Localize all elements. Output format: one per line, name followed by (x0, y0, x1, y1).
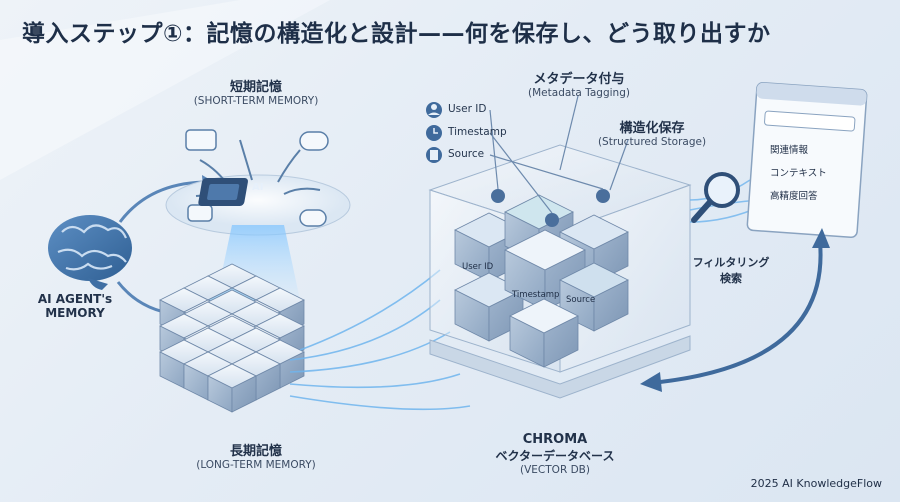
light-ray (0, 0, 330, 180)
document-icon (426, 147, 442, 163)
filter-search-label: フィルタリング 検索 (692, 256, 770, 285)
long-term-label: 長期記憶 (LONG-TERM MEMORY) (176, 440, 336, 471)
return-arrow (659, 241, 823, 384)
short-term-label: 短期記憶 (SHORT-TERM MEMORY) (176, 76, 336, 107)
cube-label-timestamp: Timestamp (512, 290, 560, 300)
chat-bubble-icon (185, 129, 329, 227)
chroma-en: (VECTOR DB) (520, 464, 590, 476)
footer-credit: 2025 AI KnowledgeFlow (750, 477, 882, 490)
ai-chip-label: AI (252, 182, 264, 193)
tag-source: Source (448, 148, 485, 160)
tag-timestamp: Timestamp (448, 126, 507, 138)
short-term-memory-graphic (165, 129, 351, 236)
cube-label-user: User ID (462, 262, 494, 272)
result-window (746, 81, 868, 239)
short-term-jp: 短期記憶 (229, 80, 282, 95)
data-stream (289, 269, 471, 411)
result-list: 関連情報 コンテキスト 高精度回答 (770, 142, 850, 202)
brain-icon (48, 215, 132, 290)
arrow-head (812, 228, 830, 248)
structured-label: 構造化保存 (Structured Storage) (592, 117, 712, 148)
long-term-en: (LONG-TERM MEMORY) (196, 459, 316, 471)
clock-icon (426, 125, 442, 141)
metadata-en: (Metadata Tagging) (528, 87, 630, 99)
agent-label: AI AGENT's MEMORY (37, 292, 113, 320)
magnifier-icon (691, 172, 740, 223)
tag-user-id: User ID (448, 103, 487, 115)
storage-cube (509, 298, 579, 368)
ai-chip-icon (198, 178, 248, 206)
arrow-head (640, 372, 662, 392)
result-item: 関連情報 (770, 145, 809, 156)
chroma-name: CHROMA (522, 432, 588, 447)
result-item: 高精度回答 (770, 191, 818, 202)
long-term-memory-cubes (159, 263, 305, 413)
connector-lines (489, 95, 629, 214)
page-title: 導入ステップ①：記憶の構造化と設計——何を保存し、どう取り出すか (22, 21, 771, 47)
long-term-jp: 長期記憶 (229, 444, 282, 459)
result-item: コンテキスト (770, 168, 827, 179)
location-pin-icon (491, 189, 610, 227)
metadata-jp: メタデータ付与 (533, 72, 625, 87)
memory-cube (207, 363, 257, 413)
metadata-label: メタデータ付与 (Metadata Tagging) (514, 68, 644, 99)
storage-cube (559, 262, 629, 332)
chroma-label: CHROMA ベクターデータベース (VECTOR DB) (480, 432, 630, 476)
structured-jp: 構造化保存 (619, 121, 685, 136)
cube-label-source: Source (566, 295, 596, 305)
short-term-en: (SHORT-TERM MEMORY) (193, 95, 319, 107)
structured-en: (Structured Storage) (597, 136, 707, 148)
chroma-vector-db (428, 144, 692, 399)
user-icon (426, 102, 442, 118)
chroma-jp: ベクターデータベース (495, 449, 615, 463)
